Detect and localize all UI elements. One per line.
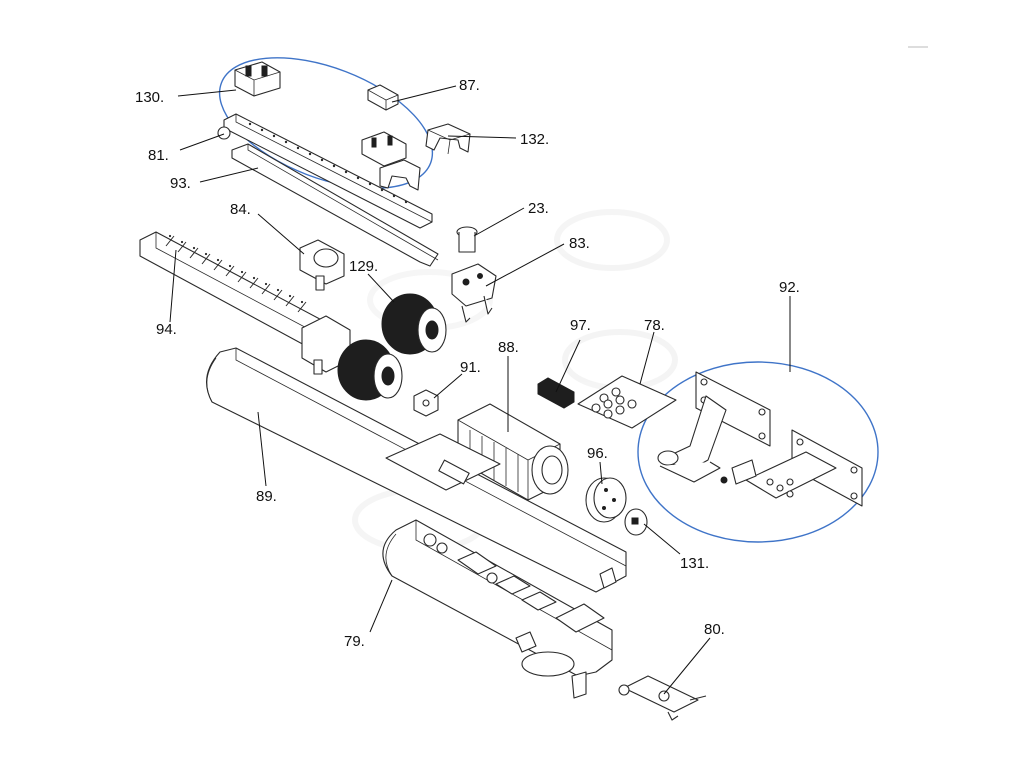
- part-23-cap: [456, 226, 478, 253]
- part-97-connector: [537, 377, 575, 409]
- part-96-disc: [585, 477, 627, 523]
- label-84: 84.: [230, 201, 251, 218]
- highlight-circle-top: [218, 57, 434, 189]
- part-labels: 130. 87. 132. 81. 93. 84. 23. 83. 129. 9…: [135, 77, 800, 650]
- label-87: 87.: [459, 77, 480, 94]
- part-78-plate: [577, 375, 677, 429]
- part-130: [234, 61, 281, 97]
- label-79: 79.: [344, 633, 365, 650]
- label-92: 92.: [779, 279, 800, 296]
- label-88: 88.: [498, 339, 519, 356]
- label-94: 94.: [156, 321, 177, 338]
- part-132: [425, 123, 471, 155]
- part-84-clamp: [299, 239, 345, 291]
- label-96: 96.: [587, 445, 608, 462]
- label-80: 80.: [704, 621, 725, 638]
- part-81-rail: [217, 113, 433, 229]
- part-80-bracket: [618, 675, 707, 721]
- part-131-washer: [624, 508, 648, 536]
- highlight-circle-right: [637, 361, 879, 543]
- part-92-bracket-b: [720, 429, 863, 507]
- rail-81-holes: [248, 122, 408, 204]
- label-130: 130.: [135, 89, 164, 106]
- label-131: 131.: [680, 555, 709, 572]
- label-91: 91.: [460, 359, 481, 376]
- label-81: 81.: [148, 147, 169, 164]
- part-91-nut: [413, 389, 439, 417]
- part-clip-in-circle: [361, 131, 421, 191]
- label-78: 78.: [644, 317, 665, 334]
- part-83: [451, 263, 497, 323]
- part-87: [367, 84, 399, 111]
- part-92-bracket-a: [657, 371, 771, 483]
- part-79-housing: [382, 519, 613, 699]
- label-129: 129.: [349, 258, 378, 275]
- label-89: 89.: [256, 488, 277, 505]
- label-97: 97.: [570, 317, 591, 334]
- rail-94-coils: [165, 235, 307, 313]
- part-93-guide: [231, 143, 439, 267]
- label-132: 132.: [520, 131, 549, 148]
- part-88-motor: [457, 403, 569, 501]
- label-93: 93.: [170, 175, 191, 192]
- label-83: 83.: [569, 235, 590, 252]
- label-23: 23.: [528, 200, 549, 217]
- leader-lines: [169, 85, 791, 695]
- rail-94-holes: [168, 234, 304, 304]
- part-129-rollers: [337, 293, 447, 401]
- part-89-cover: [206, 347, 627, 593]
